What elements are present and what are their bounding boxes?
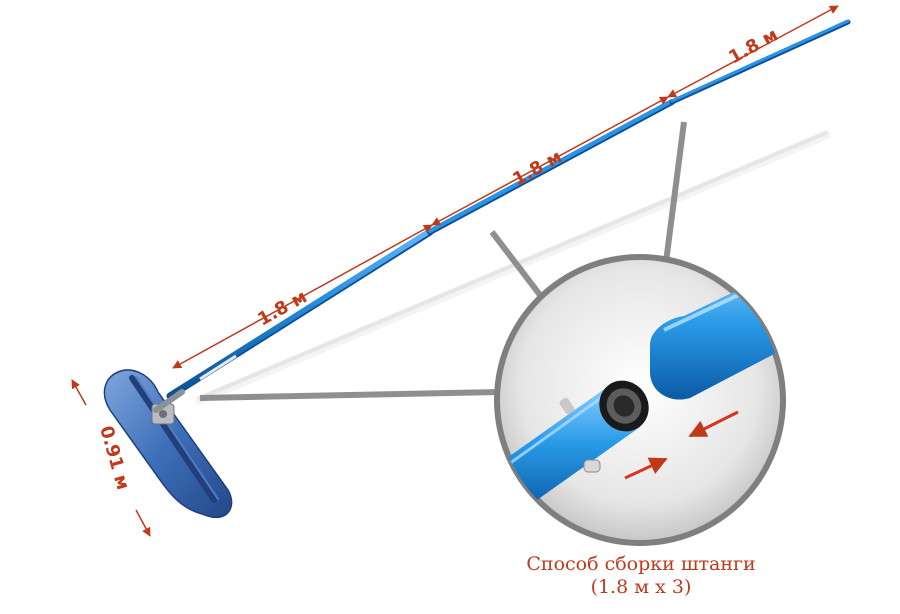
dimension-arrow-1 bbox=[172, 224, 433, 369]
pole-section-with-socket bbox=[497, 380, 649, 512]
dimension-lines bbox=[71, 5, 839, 537]
dimension-arrow-3 bbox=[667, 5, 839, 98]
caption-line-1: Способ сборки штанги bbox=[526, 553, 755, 575]
assembly-arrow-left bbox=[688, 410, 739, 438]
segment-3-label: 1.8 м bbox=[725, 24, 781, 68]
caption-line-2: (1.8 м x 3) bbox=[591, 576, 692, 598]
callout-leaders bbox=[199, 121, 687, 401]
dimension-arrow-2 bbox=[431, 96, 669, 226]
detail-magnifier bbox=[494, 254, 786, 546]
dimension-arrow-width-top bbox=[71, 379, 87, 406]
float-bracket bbox=[151, 389, 185, 425]
segment-2-label: 1.8 м bbox=[509, 146, 565, 190]
bull-float bbox=[103, 369, 233, 519]
dimension-arrow-width-bottom bbox=[135, 509, 151, 537]
assembly-arrow-right bbox=[624, 457, 668, 480]
